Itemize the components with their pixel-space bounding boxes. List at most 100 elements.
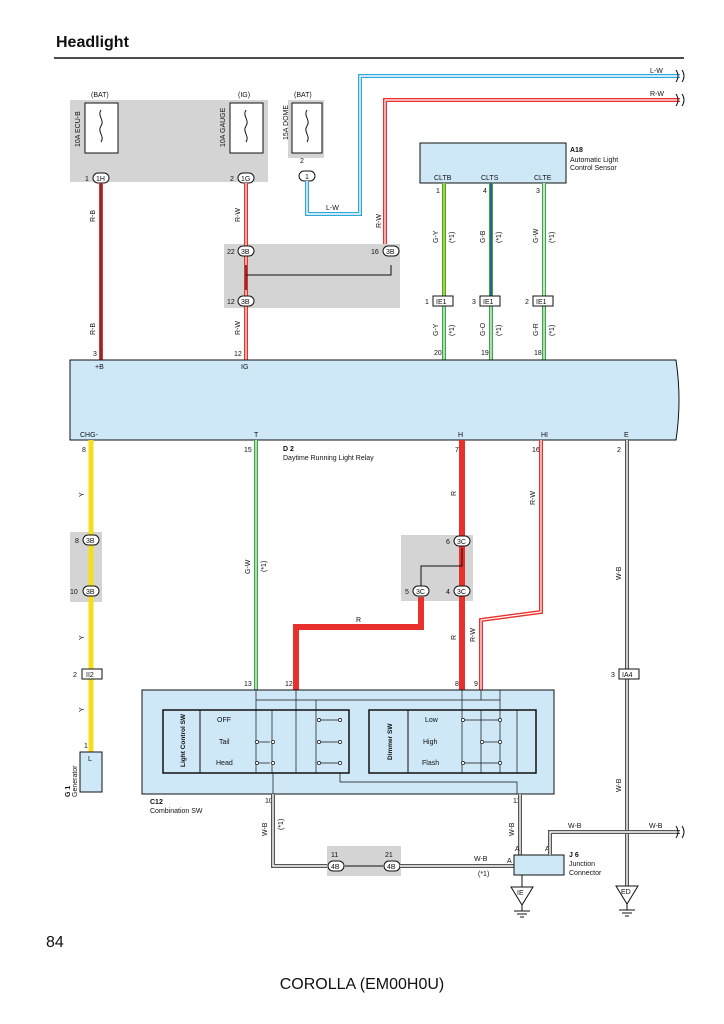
jb-3b-internal — [245, 265, 392, 290]
wire-r-w-hi-label-2: R-W — [470, 628, 477, 642]
generator-term: L — [88, 756, 92, 763]
fuse-gauge-symbol — [244, 109, 248, 143]
jb-3b-10-pin: 10 — [70, 589, 78, 596]
sensor-shield-top-0: (*1) — [449, 232, 456, 243]
sensor-term-clte: CLTE — [534, 175, 552, 182]
light-control-sw-label: Light Control SW — [180, 713, 187, 767]
conn-ii2-pin: 2 — [73, 672, 77, 679]
generator-name: Generator — [72, 765, 79, 797]
page-footer: COROLLA (EM00H0U) — [279, 976, 445, 993]
sensor-shield-bot-1: (*1) — [496, 325, 503, 336]
conn-dome-pin: 2 — [300, 158, 304, 165]
relay-term-e: E — [624, 432, 629, 439]
wire-l-w-label: L-W — [326, 205, 339, 212]
combination-sw-pin-8: 8 — [455, 681, 459, 688]
light-sw-contacts — [255, 718, 342, 765]
jb-3c-4-code: 3C — [457, 589, 466, 596]
sensor-shield-bot-0: (*1) — [449, 325, 456, 336]
wire-y-label-2: Y — [79, 635, 86, 640]
sensor-pins: CLTB1G-Y(*1)IE11G-Y(*1)20CSBCLTS4G-B(*1)… — [425, 175, 556, 371]
junction-j6-name-2: Connector — [569, 870, 602, 877]
sensor-a18 — [419, 142, 567, 184]
jb-3b-8 — [82, 534, 100, 546]
wire-w-b-e-label: W-B — [616, 566, 623, 580]
wire-g-w-t-label: G-W — [245, 559, 252, 574]
page-title: Headlight — [56, 34, 129, 51]
relay-pin-20: 20 — [434, 350, 442, 357]
ground-ie-symbol — [514, 905, 530, 918]
jb-3c-5 — [412, 585, 430, 597]
dimmer-sw-row-high: High — [423, 739, 438, 746]
junction-j6-a3: A — [545, 846, 550, 853]
fuse-dome — [291, 102, 323, 154]
wire-r-b-label-2: R-B — [90, 323, 97, 335]
sensor-a18-id: A18 — [570, 147, 583, 154]
sensor-shield-bot-2: (*1) — [549, 325, 556, 336]
relay-d2-name: Daytime Running Light Relay — [283, 455, 374, 462]
jb-3b-22-pin: 22 — [227, 249, 235, 256]
jb-3c-internal — [420, 548, 463, 586]
wire-y-label-1: Y — [79, 492, 86, 497]
jb-3b-8-code: 3B — [86, 538, 95, 545]
fuse-ecu-b — [84, 102, 119, 154]
sensor-a18-name-2: Control Sensor — [570, 165, 617, 172]
relay-term-ig: IG — [241, 364, 248, 371]
wire-break-wb — [675, 825, 685, 839]
junction-j6-id: J 6 — [569, 852, 579, 859]
jb-3b-22 — [237, 245, 255, 257]
sensor-pin-3: 3 — [536, 188, 540, 195]
fuse-dome-symbol — [305, 109, 309, 143]
conn-ie1-label-0: IE1 — [436, 299, 447, 306]
combination-sw-id: C12 — [150, 799, 163, 806]
sensor-wire-label-top-2: G-W — [533, 228, 540, 243]
sensor-wire-label-top-1: G-B — [480, 230, 487, 243]
conn-dome-label: 1 — [305, 174, 309, 181]
fuse-ecu-b-symbol — [99, 109, 103, 143]
relay-pin-15: 15 — [244, 447, 252, 454]
conn-ie1-0 — [432, 295, 454, 307]
fuse-gauge — [229, 102, 264, 154]
wire-r-12-label: R — [356, 617, 361, 624]
sensor-term-cltb: CLTB — [434, 175, 452, 182]
junction-j6-a1: A — [507, 858, 512, 865]
dimmer-sw-row-low: Low — [425, 717, 439, 724]
generator-g1 — [79, 751, 103, 793]
dimmer-sw — [368, 709, 537, 774]
fuse-dome-label: 15A DOME — [283, 105, 290, 140]
wire-r-w-hi-core — [480, 440, 542, 690]
wire-r-h-label-2: R — [451, 635, 458, 640]
jb-4b-21-pin: 21 — [385, 852, 393, 859]
fuse-gauge-label: 10A GAUGE — [220, 107, 227, 147]
wire-r-w-top-core — [384, 99, 680, 248]
light-sw-row-tail: Tail — [219, 739, 230, 746]
wire-l-w-top-label: L-W — [650, 68, 663, 75]
jb-4b-11-pin: 11 — [331, 852, 338, 859]
wire-w-b-j6-shield: (*1) — [478, 871, 489, 878]
wire-y-label-3: Y — [79, 707, 86, 712]
conn-ie1-label-1: IE1 — [483, 299, 494, 306]
sensor-a18-name-1: Automatic Light — [570, 157, 618, 164]
junction-j6-name-1: Junction — [569, 861, 595, 868]
relay-pin-3: 3 — [93, 351, 97, 358]
conn-ia4-label: IA4 — [622, 672, 633, 679]
sensor-term-clts: CLTS — [481, 175, 499, 182]
generator-pin: 1 — [84, 743, 88, 750]
jb-4b-11-code: 4B — [331, 864, 340, 871]
combination-sw-pin-10: 10 — [265, 798, 273, 805]
wire-r-w-hi — [479, 440, 543, 690]
jb-3b-16 — [382, 245, 400, 257]
jb-3b-16-code: 3B — [386, 249, 395, 256]
wire-r-w-gauge-label-1: R-W — [235, 208, 242, 222]
wire-r-12 — [293, 597, 424, 690]
relay-pin-12: 12 — [234, 351, 242, 358]
sensor-shield-top-2: (*1) — [549, 232, 556, 243]
combination-sw-pin-13: 13 — [244, 681, 252, 688]
relay-pin-18: 18 — [534, 350, 542, 357]
jb-3b-8-pin: 8 — [75, 538, 79, 545]
sensor-wire-label-top-0: G-Y — [433, 230, 440, 243]
conn-ie1-pin-1: 3 — [472, 299, 476, 306]
sensor-pin-4: 4 — [483, 188, 487, 195]
conn-1g-pin: 2 — [230, 176, 234, 183]
wire-w-b-10-core — [272, 794, 337, 867]
jb-3c-5-pin: 5 — [405, 589, 409, 596]
